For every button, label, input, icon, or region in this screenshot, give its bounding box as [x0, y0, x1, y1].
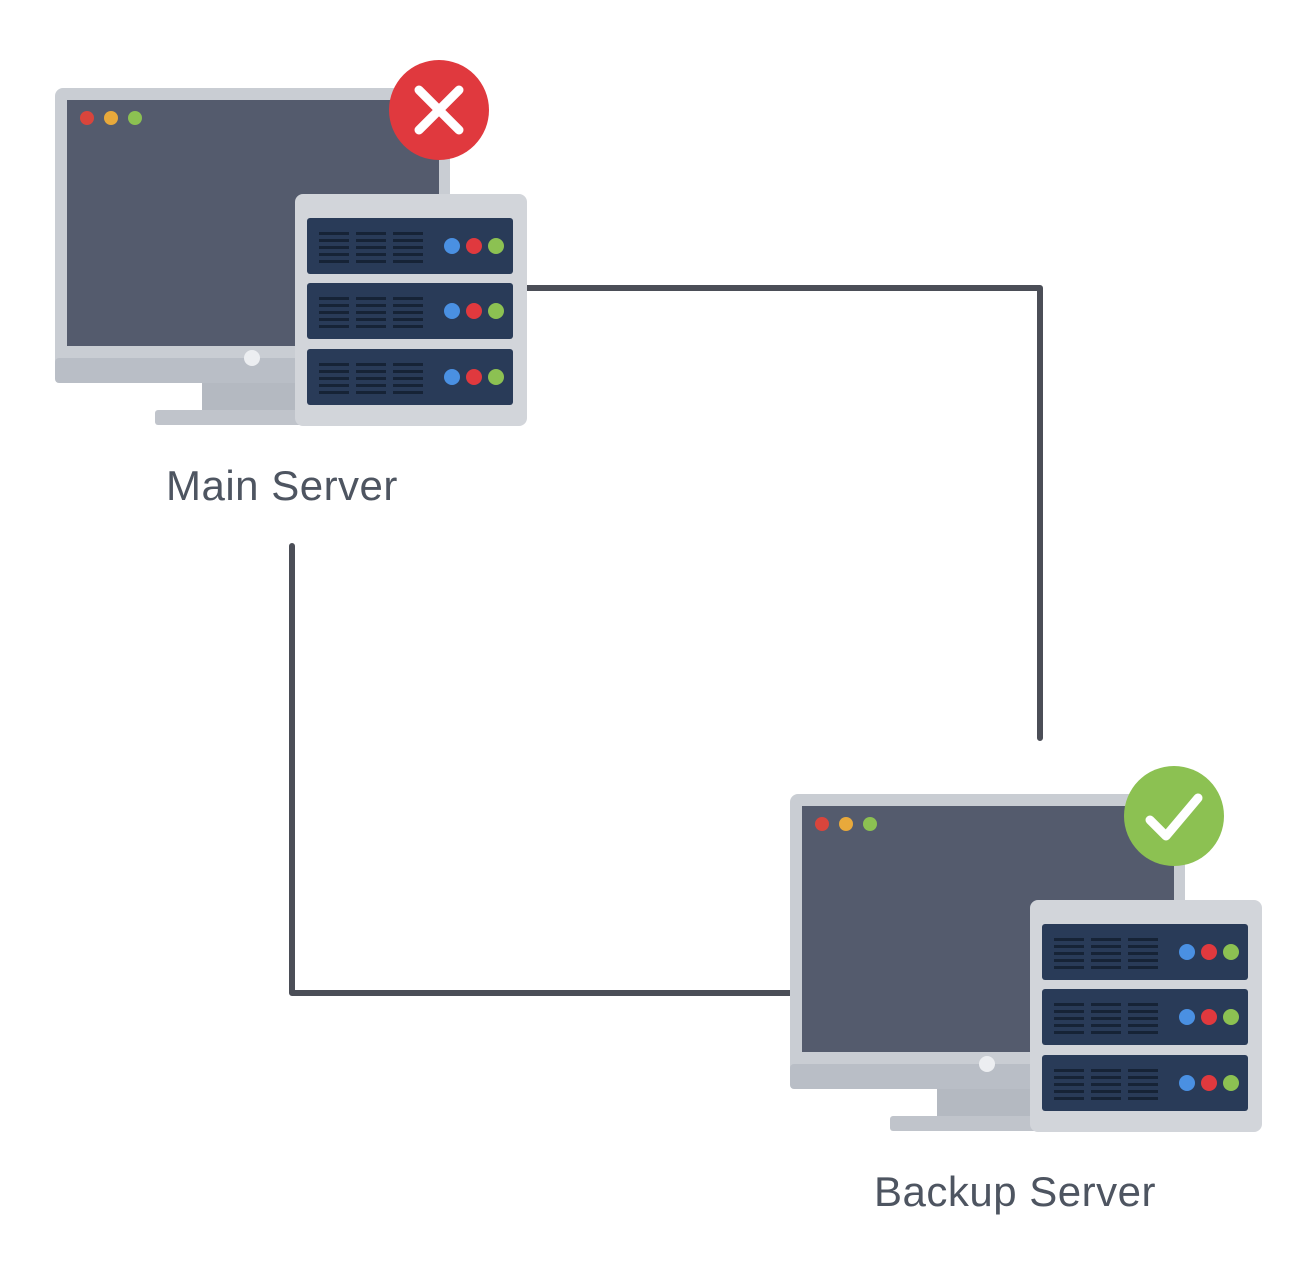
backup-server-node[interactable] — [790, 764, 1265, 1136]
main-server-label: Main Server — [166, 462, 398, 509]
backup-server-label: Backup Server — [874, 1168, 1156, 1215]
main-server-node[interactable] — [55, 58, 530, 430]
connector-left-bottom — [289, 543, 803, 996]
checkmark-icon — [1122, 764, 1226, 868]
server-rack-icon — [1030, 900, 1262, 1132]
backup-server-illustration — [790, 794, 1262, 1132]
connector-top-right — [522, 285, 1043, 741]
main-server-illustration — [55, 88, 527, 426]
server-rack-icon — [295, 194, 527, 426]
x-mark-icon — [387, 58, 491, 162]
